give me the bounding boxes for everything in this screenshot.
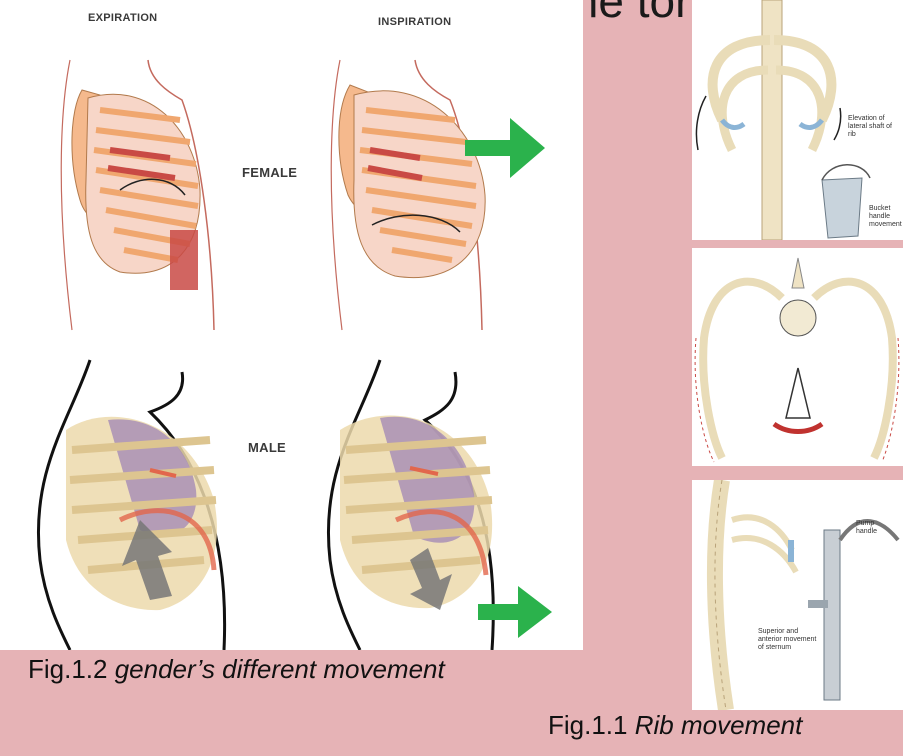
text-pump: Pump handle	[856, 520, 896, 536]
male-expiration-torso	[38, 360, 224, 650]
label-inspiration: INSPIRATION	[378, 16, 451, 28]
caption-fig-1-1: Fig.1.1 Rib movement	[548, 710, 802, 741]
caption-fig-1-2-italic: gender’s different movement	[115, 654, 445, 684]
label-male: MALE	[248, 440, 286, 455]
panel-pump-handle: Pump handle Superior and anterior moveme…	[692, 480, 903, 710]
female-inspiration-torso	[331, 60, 485, 330]
rib-rotation-illustration	[692, 248, 903, 466]
pump-handle-illustration	[692, 480, 903, 710]
panel-rib-rotation	[692, 248, 903, 466]
text-elevation: Elevation of lateral shaft of rib	[848, 115, 900, 139]
caption-fig-1-2: Fig.1.2 gender’s different movement	[28, 654, 445, 685]
label-expiration: EXPIRATION	[88, 12, 157, 24]
figure-gender-movement: EXPIRATION INSPIRATION FEMALE MALE	[0, 0, 583, 650]
caption-fig-1-2-prefix: Fig.1.2	[28, 654, 115, 684]
panel-bucket-handle: Elevation of lateral shaft of rib Bucket…	[692, 0, 903, 240]
female-expiration-torso	[61, 60, 214, 330]
figure-gender-illustration	[0, 0, 583, 650]
text-sternum: Superior and anterior movement of sternu…	[758, 628, 822, 652]
label-female: FEMALE	[242, 165, 297, 180]
green-arrow-male	[478, 586, 552, 638]
text-bucket: Bucket handle movement	[869, 205, 901, 229]
caption-fig-1-1-prefix: Fig.1.1	[548, 710, 635, 740]
caption-fig-1-1-italic: Rib movement	[635, 710, 803, 740]
male-inspiration-torso	[328, 360, 493, 650]
